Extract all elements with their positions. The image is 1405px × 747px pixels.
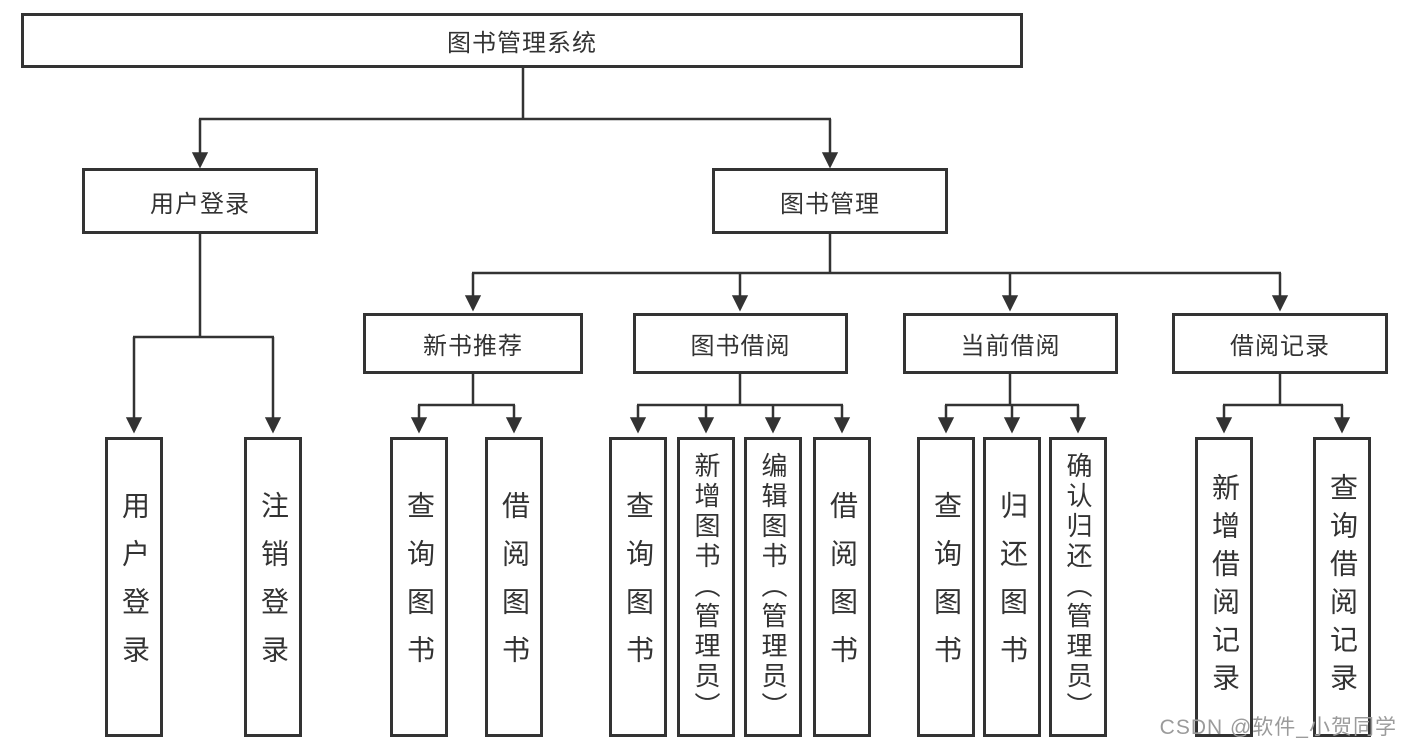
leaf-current-query-books-label: 查询图书 xyxy=(931,491,962,683)
csdn-watermark: CSDN @软件_小贺同学 xyxy=(1159,716,1397,739)
leaf-borrow-edit-books-admin: 编辑图书（管理员） xyxy=(744,437,802,737)
leaf-borrow-borrow-books-label: 借阅图书 xyxy=(827,491,858,683)
node-borrow-records: 借阅记录 xyxy=(1172,313,1388,374)
leaf-logout-label: 注销登录 xyxy=(258,491,289,683)
node-user-login: 用户登录 xyxy=(82,168,318,234)
node-current-borrow-label: 当前借阅 xyxy=(960,333,1061,360)
leaf-logout: 注销登录 xyxy=(244,437,302,737)
leaf-newbook-query-books: 查询图书 xyxy=(390,437,448,737)
node-library-system-label: 图书管理系统 xyxy=(447,30,597,57)
leaf-borrow-borrow-books: 借阅图书 xyxy=(813,437,871,737)
leaf-newbook-borrow-books: 借阅图书 xyxy=(485,437,543,737)
node-new-book-recommend: 新书推荐 xyxy=(363,313,583,374)
node-book-borrow-label: 图书借阅 xyxy=(690,333,791,360)
leaf-borrow-add-books-admin: 新增图书（管理员） xyxy=(677,437,735,737)
leaf-borrow-edit-books-admin-label: 编辑图书（管理员） xyxy=(758,452,788,722)
node-library-system: 图书管理系统 xyxy=(21,13,1023,68)
leaf-current-query-books: 查询图书 xyxy=(917,437,975,737)
node-book-management-label: 图书管理 xyxy=(780,190,880,218)
node-new-book-recommend-label: 新书推荐 xyxy=(423,333,523,360)
leaf-borrow-query-books: 查询图书 xyxy=(609,437,667,737)
leaf-borrow-query-books-label: 查询图书 xyxy=(623,491,654,683)
leaf-user-login: 用户登录 xyxy=(105,437,163,737)
node-book-management: 图书管理 xyxy=(712,168,948,234)
node-current-borrow: 当前借阅 xyxy=(903,313,1118,374)
leaf-current-confirm-return-admin: 确认归还（管理员） xyxy=(1049,437,1107,737)
node-borrow-records-label: 借阅记录 xyxy=(1230,333,1330,360)
node-book-borrow: 图书借阅 xyxy=(633,313,848,374)
leaf-record-query-borrow-record-label: 查询借阅记录 xyxy=(1327,473,1358,701)
leaf-current-confirm-return-admin-label: 确认归还（管理员） xyxy=(1063,452,1093,722)
leaf-newbook-borrow-books-label: 借阅图书 xyxy=(499,491,530,683)
leaf-borrow-add-books-admin-label: 新增图书（管理员） xyxy=(691,452,721,722)
leaf-record-query-borrow-record: 查询借阅记录 xyxy=(1313,437,1371,737)
leaf-record-add-borrow-record: 新增借阅记录 xyxy=(1195,437,1253,737)
leaf-user-login-label: 用户登录 xyxy=(119,491,150,683)
leaf-current-return-books-label: 归还图书 xyxy=(997,491,1028,683)
leaf-newbook-query-books-label: 查询图书 xyxy=(404,491,435,683)
node-user-login-label: 用户登录 xyxy=(150,190,250,218)
leaf-record-add-borrow-record-label: 新增借阅记录 xyxy=(1209,473,1240,701)
leaf-current-return-books: 归还图书 xyxy=(983,437,1041,737)
